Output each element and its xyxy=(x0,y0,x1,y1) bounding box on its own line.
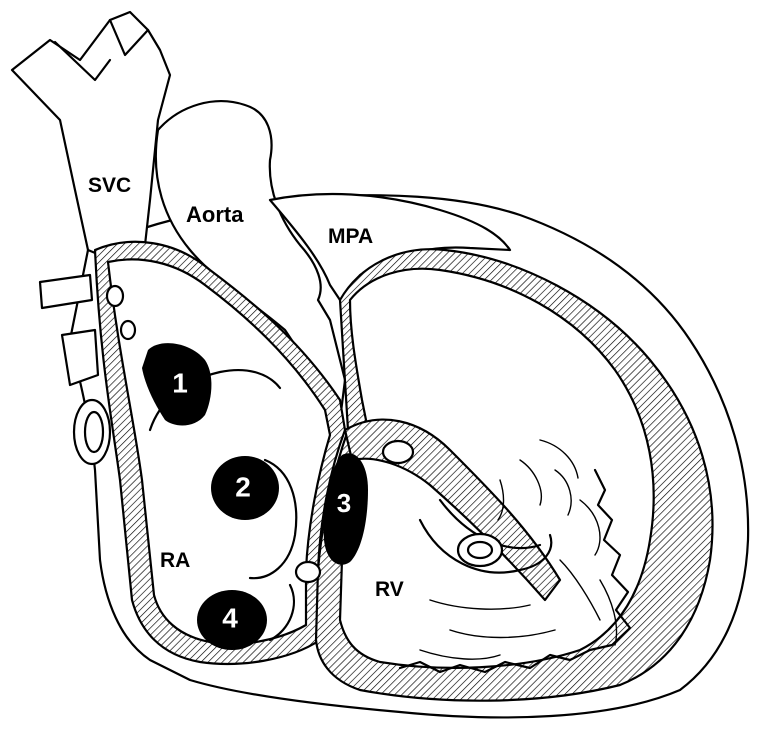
vessel-stub-middle xyxy=(62,330,98,385)
ra-small-orifice-2 xyxy=(121,321,135,339)
label-svc: SVC xyxy=(88,174,131,197)
marker-2-label: 2 xyxy=(235,471,251,502)
papillary-muscle xyxy=(458,534,502,566)
septal-orifice xyxy=(383,441,413,463)
marker-4-label: 4 xyxy=(222,602,238,633)
ra-small-orifice-1 xyxy=(107,286,123,306)
label-mpa: MPA xyxy=(328,225,373,248)
label-ra: RA xyxy=(160,549,190,572)
marker-3-label: 3 xyxy=(337,488,351,518)
label-aorta: Aorta xyxy=(186,202,244,227)
label-rv: RV xyxy=(375,578,404,601)
svc-vessel xyxy=(12,12,170,255)
ivc-lumen xyxy=(85,412,103,452)
marker-1-label: 1 xyxy=(172,367,188,398)
coronary-sinus-opening xyxy=(296,562,320,582)
